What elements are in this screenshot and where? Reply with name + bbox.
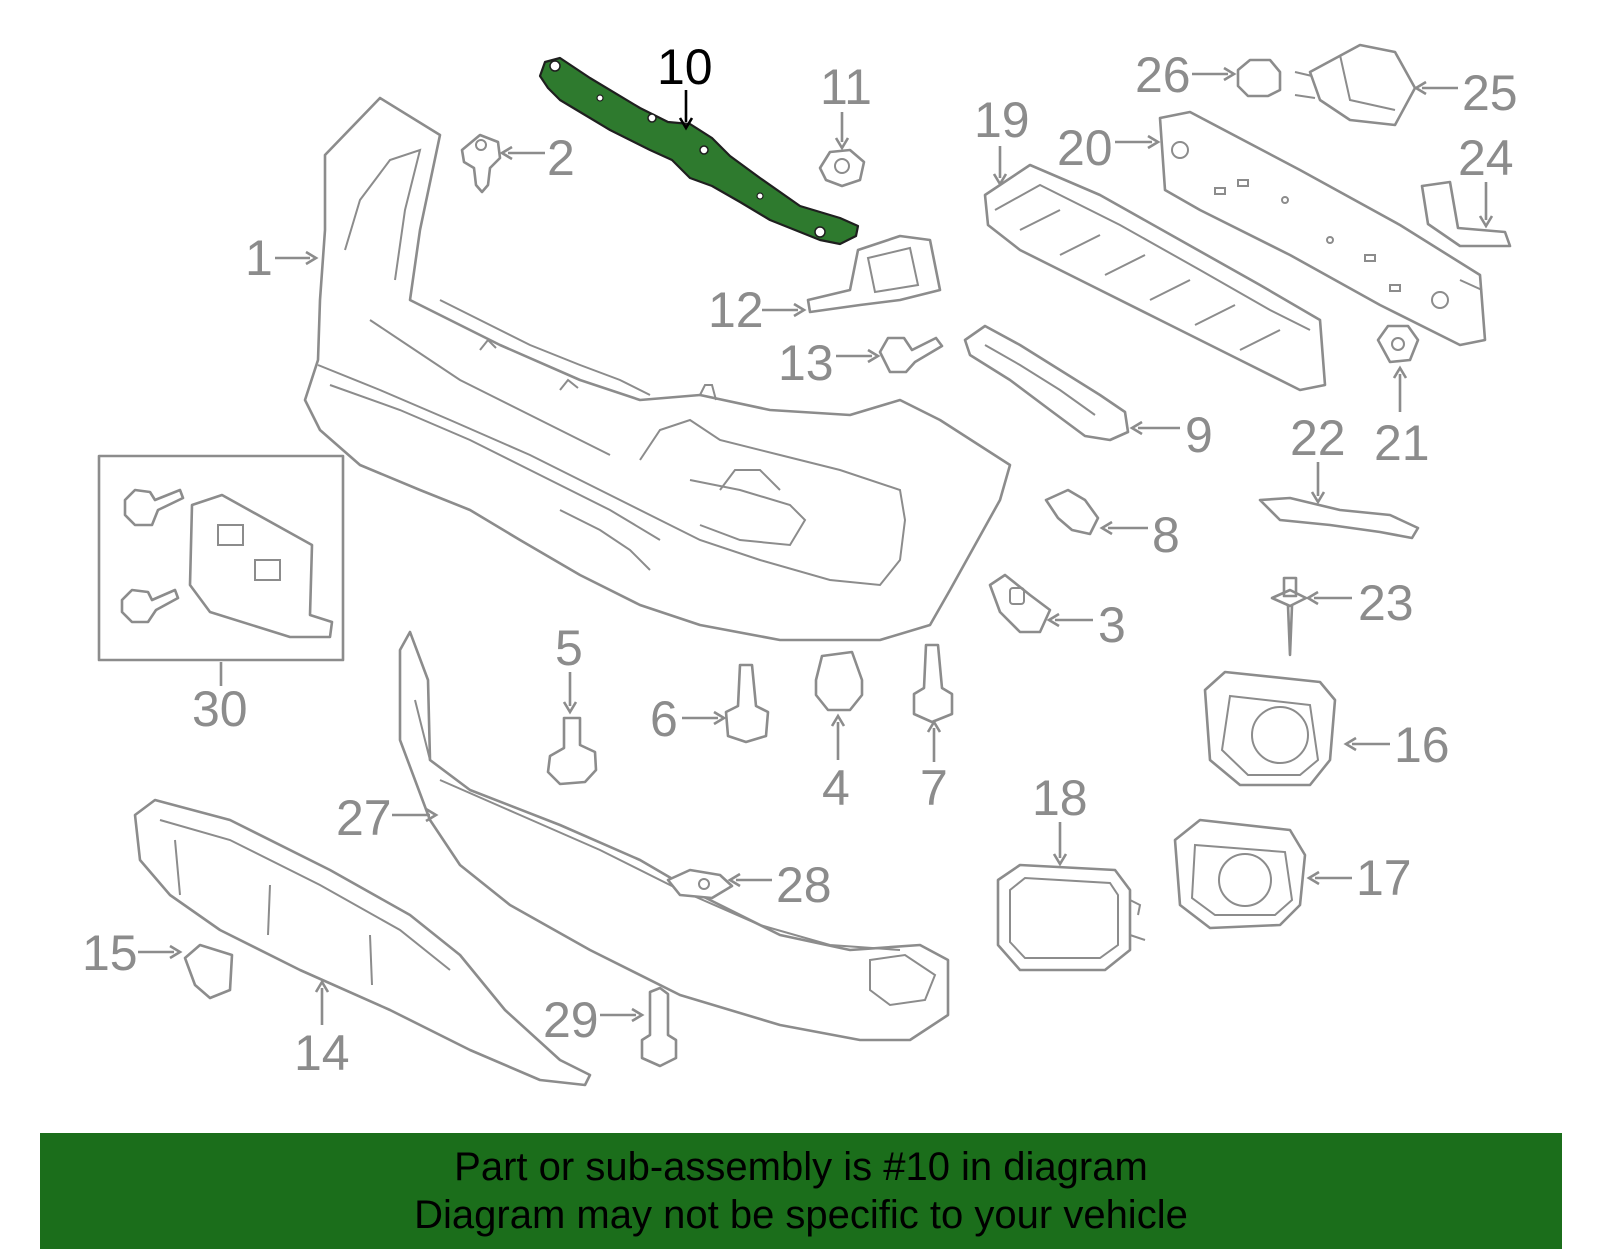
part-12-bracket[interactable] xyxy=(806,234,942,314)
svg-text:24: 24 xyxy=(1458,130,1514,186)
callout-3: 3 xyxy=(1046,597,1126,653)
callout-20: 20 xyxy=(1057,120,1161,176)
part-26-sensor-cap[interactable] xyxy=(1236,58,1282,98)
part-1-bumper-cover[interactable] xyxy=(303,96,1012,642)
part-8-clip[interactable] xyxy=(1044,488,1100,536)
part-21-nut[interactable] xyxy=(1376,324,1420,364)
part-19-energy-absorber[interactable] xyxy=(983,163,1327,392)
svg-text:27: 27 xyxy=(336,790,392,846)
callout-13: 13 xyxy=(778,335,881,391)
svg-text:22: 22 xyxy=(1290,410,1346,466)
svg-text:26: 26 xyxy=(1135,47,1191,103)
part-7-bolt[interactable] xyxy=(912,643,954,724)
part-17-fog-lamp-cover[interactable] xyxy=(1173,818,1307,930)
part-13-bolt[interactable] xyxy=(878,336,944,374)
part-4-clip[interactable] xyxy=(814,650,864,712)
part-5-bolt[interactable] xyxy=(546,716,598,786)
part-2-clip[interactable] xyxy=(460,133,502,194)
svg-text:21: 21 xyxy=(1374,415,1430,471)
part-18-fog-lamp-bracket[interactable] xyxy=(996,863,1146,972)
part-25-sensor[interactable] xyxy=(1294,43,1417,127)
part-28-nut-clip[interactable] xyxy=(666,868,734,900)
callout-18: 18 xyxy=(1032,770,1088,867)
part-20-bumper-reinforcement[interactable] xyxy=(1158,110,1487,347)
callout-6: 6 xyxy=(650,691,727,747)
callout-21: 21 xyxy=(1374,365,1430,471)
part-6-bolt[interactable] xyxy=(724,663,770,744)
part-11-nut[interactable] xyxy=(818,148,866,188)
svg-text:25: 25 xyxy=(1462,65,1518,121)
part-10-reinforcement-bar[interactable] xyxy=(538,56,860,246)
svg-text:11: 11 xyxy=(820,59,872,115)
svg-text:14: 14 xyxy=(294,1025,350,1081)
svg-text:29: 29 xyxy=(543,992,599,1048)
svg-text:17: 17 xyxy=(1356,850,1412,906)
svg-text:6: 6 xyxy=(650,691,678,747)
part-30-inset-license-bracket[interactable] xyxy=(97,454,345,662)
svg-text:20: 20 xyxy=(1057,120,1113,176)
part-16-fog-lamp-bezel[interactable] xyxy=(1203,670,1337,787)
callout-14: 14 xyxy=(294,979,350,1081)
svg-text:5: 5 xyxy=(555,620,583,676)
svg-text:16: 16 xyxy=(1394,717,1450,773)
callout-19: 19 xyxy=(974,92,1030,187)
callout-22: 22 xyxy=(1290,410,1346,505)
part-27-lower-spoiler[interactable] xyxy=(398,630,950,1042)
info-banner: Part or sub-assembly is #10 in diagram D… xyxy=(40,1133,1562,1249)
svg-text:18: 18 xyxy=(1032,770,1088,826)
part-15-clip[interactable] xyxy=(183,943,234,1000)
callout-30: 30 xyxy=(192,662,248,737)
svg-text:15: 15 xyxy=(82,925,138,981)
callout-10: 10 xyxy=(657,39,713,131)
callout-11: 11 xyxy=(820,59,872,151)
callout-5: 5 xyxy=(555,620,583,715)
callout-8: 8 xyxy=(1099,507,1180,563)
svg-text:9: 9 xyxy=(1185,407,1213,463)
svg-text:8: 8 xyxy=(1152,507,1180,563)
callout-17: 17 xyxy=(1306,850,1412,906)
callout-23: 23 xyxy=(1305,575,1414,631)
svg-text:12: 12 xyxy=(708,282,764,338)
part-22-strip[interactable] xyxy=(1258,496,1420,540)
svg-text:13: 13 xyxy=(778,335,834,391)
callout-29: 29 xyxy=(543,992,645,1048)
banner-line-1: Part or sub-assembly is #10 in diagram xyxy=(454,1145,1148,1189)
part-29-bolt[interactable] xyxy=(640,986,678,1068)
part-3-clip[interactable] xyxy=(988,573,1052,634)
svg-text:2: 2 xyxy=(547,130,575,186)
svg-text:10: 10 xyxy=(657,39,713,95)
banner-line-2: Diagram may not be specific to your vehi… xyxy=(414,1193,1188,1237)
svg-text:4: 4 xyxy=(822,760,850,816)
callout-4: 4 xyxy=(822,713,850,816)
svg-text:7: 7 xyxy=(920,760,948,816)
callout-25: 25 xyxy=(1413,65,1518,121)
svg-text:23: 23 xyxy=(1358,575,1414,631)
svg-text:30: 30 xyxy=(192,681,248,737)
part-23-pin[interactable] xyxy=(1270,576,1308,657)
callout-28: 28 xyxy=(727,857,832,913)
callout-26: 26 xyxy=(1135,47,1237,103)
callout-1: 1 xyxy=(245,230,319,286)
part-9-side-retainer[interactable] xyxy=(963,324,1130,442)
callout-9: 9 xyxy=(1129,407,1213,463)
svg-text:28: 28 xyxy=(776,857,832,913)
svg-text:19: 19 xyxy=(974,92,1030,148)
callout-15: 15 xyxy=(82,925,183,981)
callout-16: 16 xyxy=(1343,717,1450,773)
callout-27: 27 xyxy=(336,790,439,846)
svg-text:3: 3 xyxy=(1098,597,1126,653)
part-14-lower-grille[interactable] xyxy=(133,798,592,1087)
callout-2: 2 xyxy=(499,130,575,186)
callout-12: 12 xyxy=(708,282,807,338)
svg-text:1: 1 xyxy=(245,230,273,286)
callout-24: 24 xyxy=(1458,130,1514,229)
part-24-bracket[interactable] xyxy=(1420,180,1512,248)
callout-7: 7 xyxy=(920,719,948,816)
